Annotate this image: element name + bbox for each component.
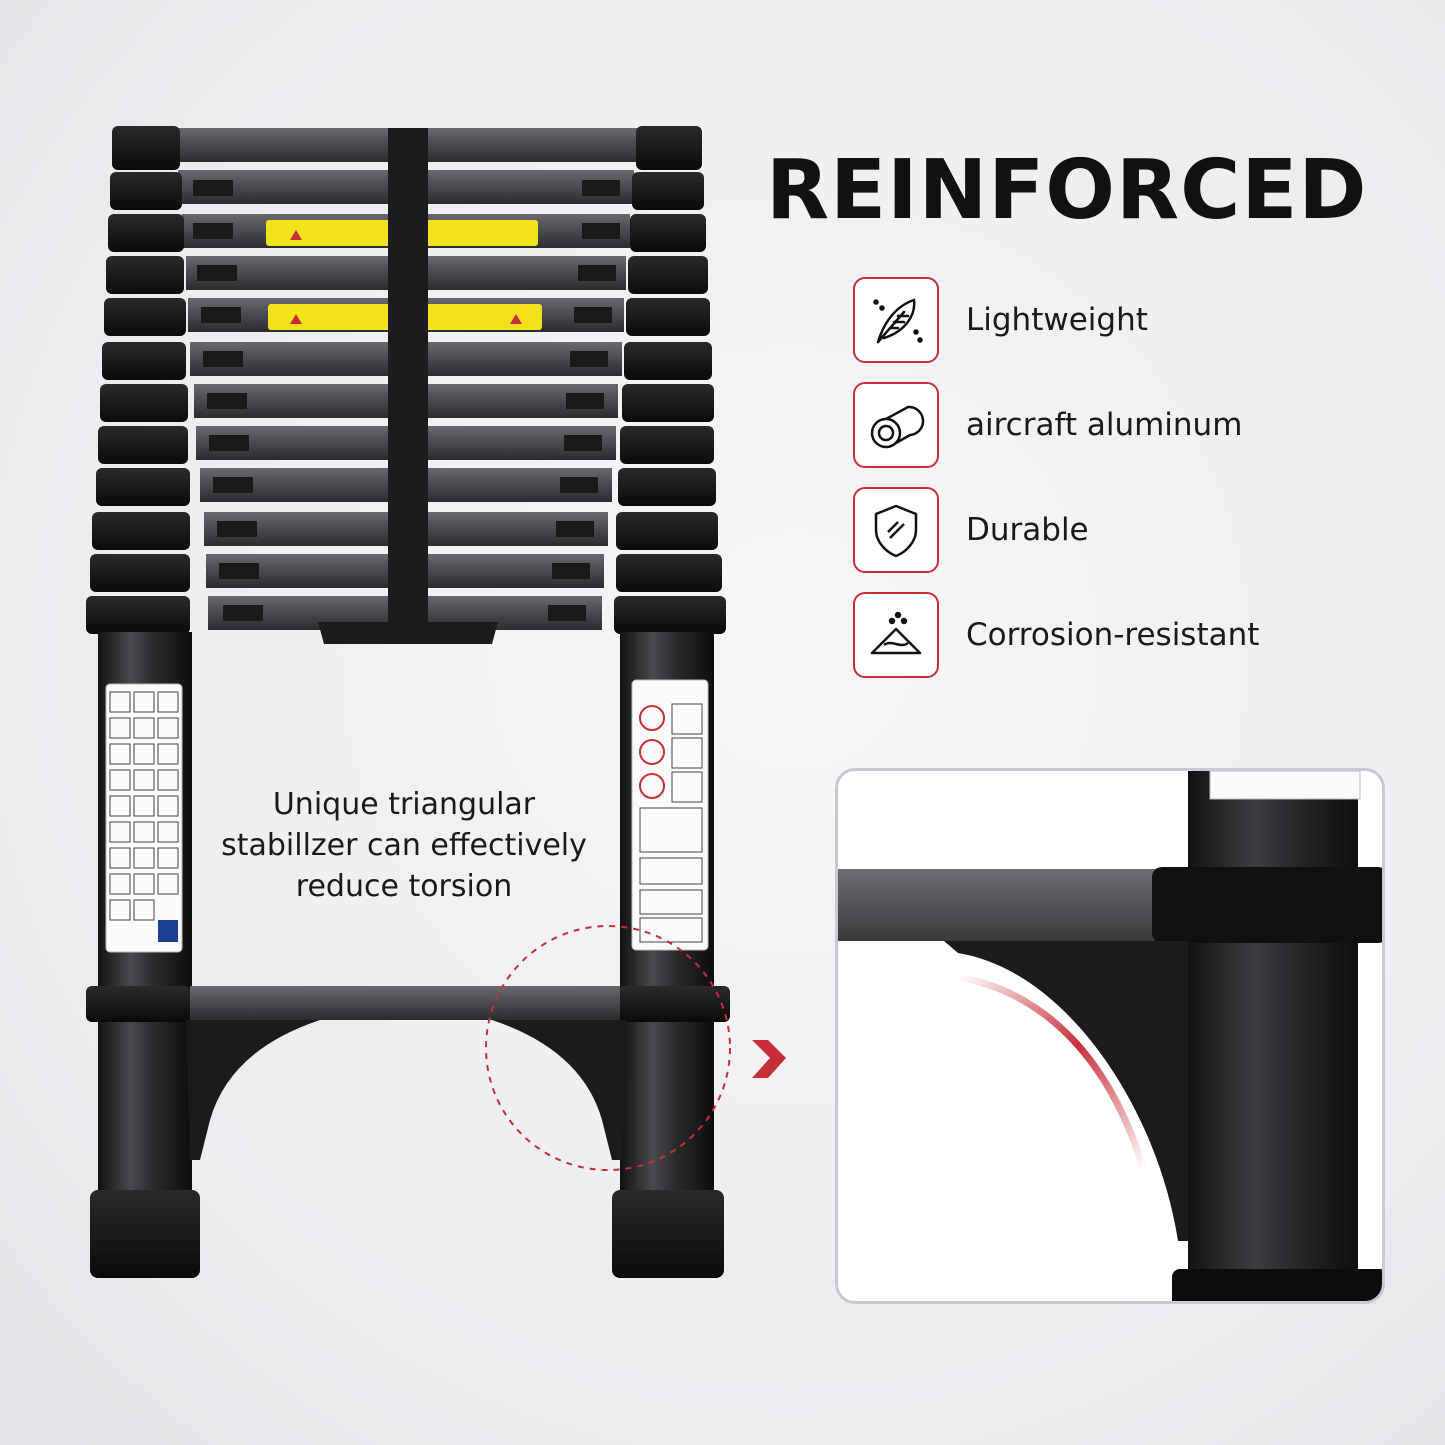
caption-line: Unique triangular	[272, 787, 536, 822]
caption-line: reduce torsion	[295, 869, 513, 904]
left-safety-sticker	[105, 683, 183, 953]
feature-label: Durable	[966, 512, 1089, 548]
stabilizer-caption: Unique triangular stabillzer can effecti…	[214, 784, 594, 907]
shield-icon	[853, 487, 939, 573]
stabilizer-closeup	[838, 771, 1382, 1301]
corrosion-icon	[853, 592, 939, 678]
zoom-detail-panel	[835, 768, 1385, 1304]
feature-label: aircraft aluminum	[966, 407, 1243, 443]
feature-corrosion: Corrosion-resistant	[853, 590, 1413, 680]
feature-durable: Durable	[853, 485, 1413, 575]
highlight-circle	[485, 925, 731, 1171]
right-foot	[612, 1190, 724, 1278]
feather-icon	[853, 277, 939, 363]
feature-lightweight: Lightweight	[853, 275, 1413, 365]
feature-label: Lightweight	[966, 302, 1148, 338]
right-pole-collars	[614, 126, 726, 634]
feature-aluminum: aircraft aluminum	[853, 380, 1413, 470]
left-stabilizer	[186, 1020, 320, 1160]
left-pole-collars	[86, 126, 190, 634]
right-safety-sticker	[631, 679, 709, 951]
chevron-right-icon	[752, 1040, 786, 1078]
ladder-strap	[388, 128, 428, 628]
bottom-rung	[190, 986, 620, 1020]
aluminum-tube-icon	[853, 382, 939, 468]
feature-label: Corrosion-resistant	[966, 617, 1260, 653]
right-stabilizer	[492, 1020, 626, 1160]
left-foot	[90, 1190, 200, 1278]
headline: REINFORCED	[766, 143, 1368, 238]
strap-handle	[318, 622, 498, 644]
caption-line: stabillzer can effectively	[221, 828, 587, 863]
